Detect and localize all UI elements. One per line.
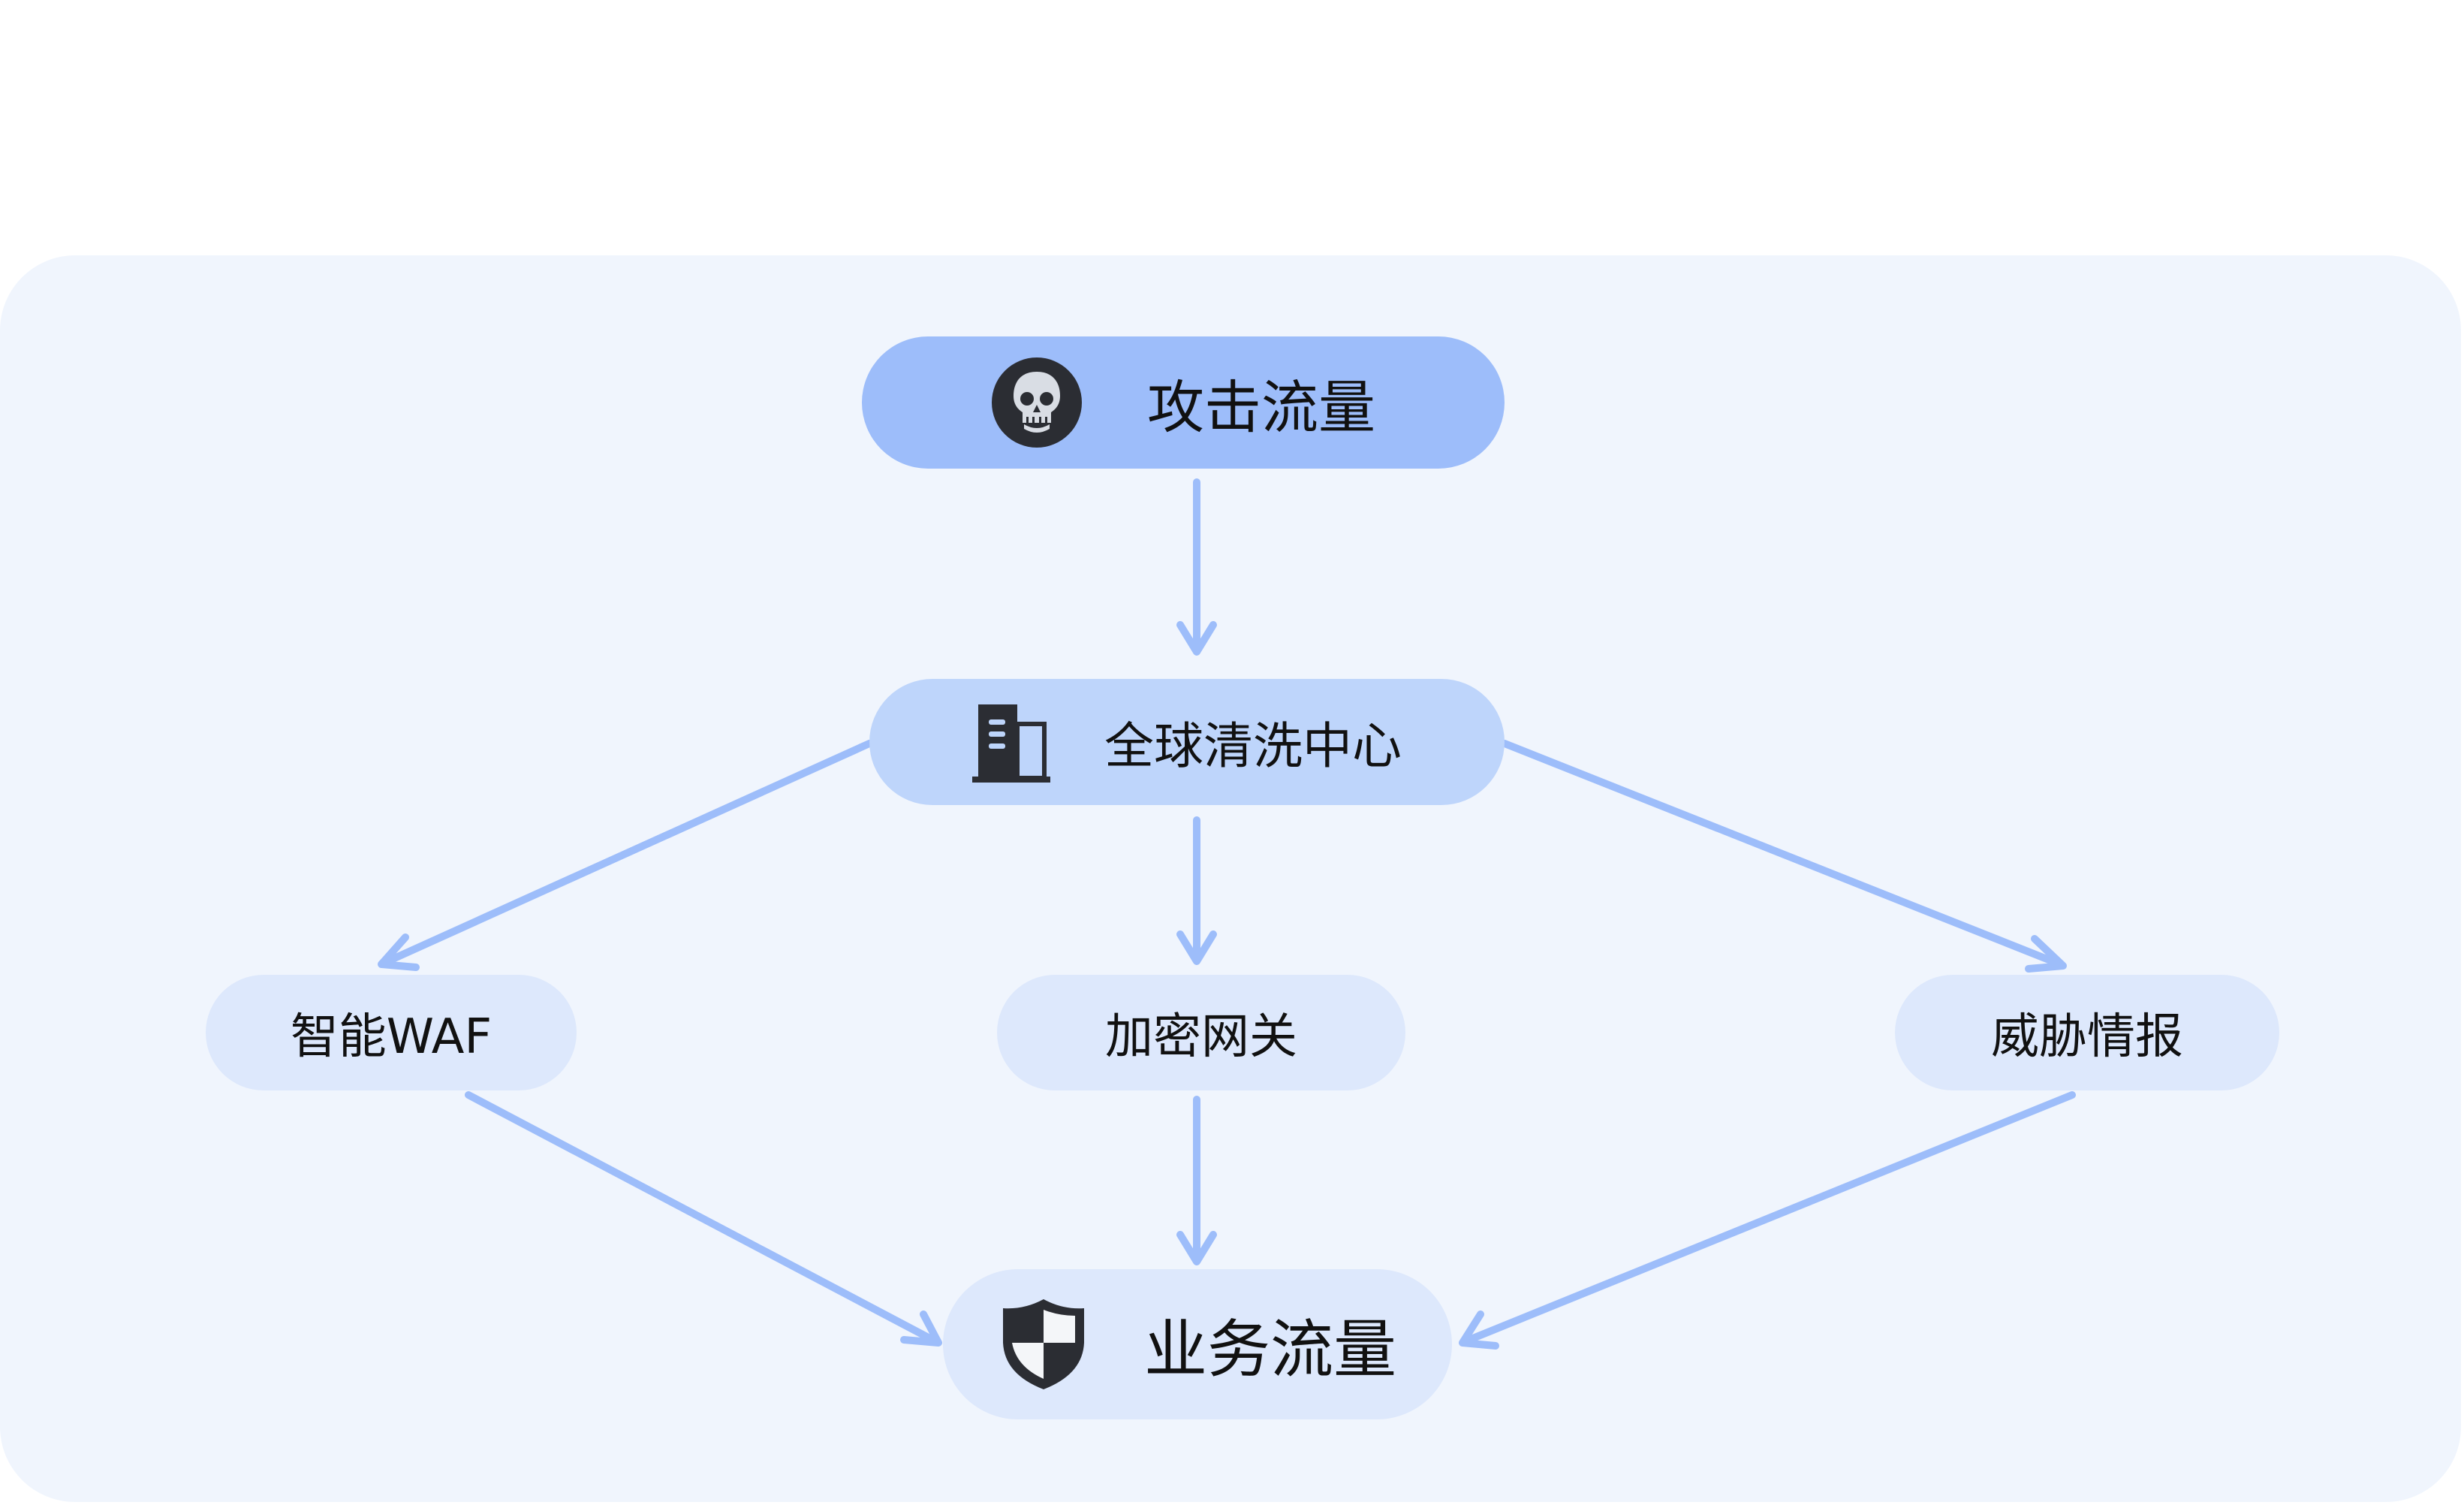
node-label: 业务流量 (1143, 1312, 1396, 1386)
node-business-traffic: 业务流量 (943, 1269, 1452, 1419)
node-threat-intelligence: 威胁情报 (1895, 975, 2279, 1090)
skull-icon (991, 357, 1083, 448)
node-label: 加密网关 (1105, 1009, 1297, 1065)
building-icon (972, 701, 1050, 783)
edge-gateway-to-business (1176, 1096, 1217, 1265)
edge-center-to-intel (1501, 740, 2067, 973)
edge-center-to-waf (378, 740, 873, 971)
edge-attack-to-center (1176, 478, 1217, 656)
node-global-scrubbing-center: 全球清洗中心 (869, 679, 1505, 805)
node-attack-traffic: 攻击流量 (862, 336, 1505, 469)
edge-waf-to-business (465, 1091, 942, 1347)
edge-center-to-gateway (1176, 816, 1217, 965)
edge-intel-to-business (1459, 1091, 2076, 1350)
node-smart-waf: 智能WAF (206, 975, 577, 1090)
shield-icon (999, 1296, 1089, 1392)
node-label: 全球清洗中心 (1104, 717, 1402, 775)
node-encryption-gateway: 加密网关 (997, 975, 1405, 1090)
node-label: 威胁情报 (1991, 1009, 2183, 1065)
node-label: 智能WAF (290, 1009, 492, 1065)
node-label: 攻击流量 (1147, 374, 1375, 441)
